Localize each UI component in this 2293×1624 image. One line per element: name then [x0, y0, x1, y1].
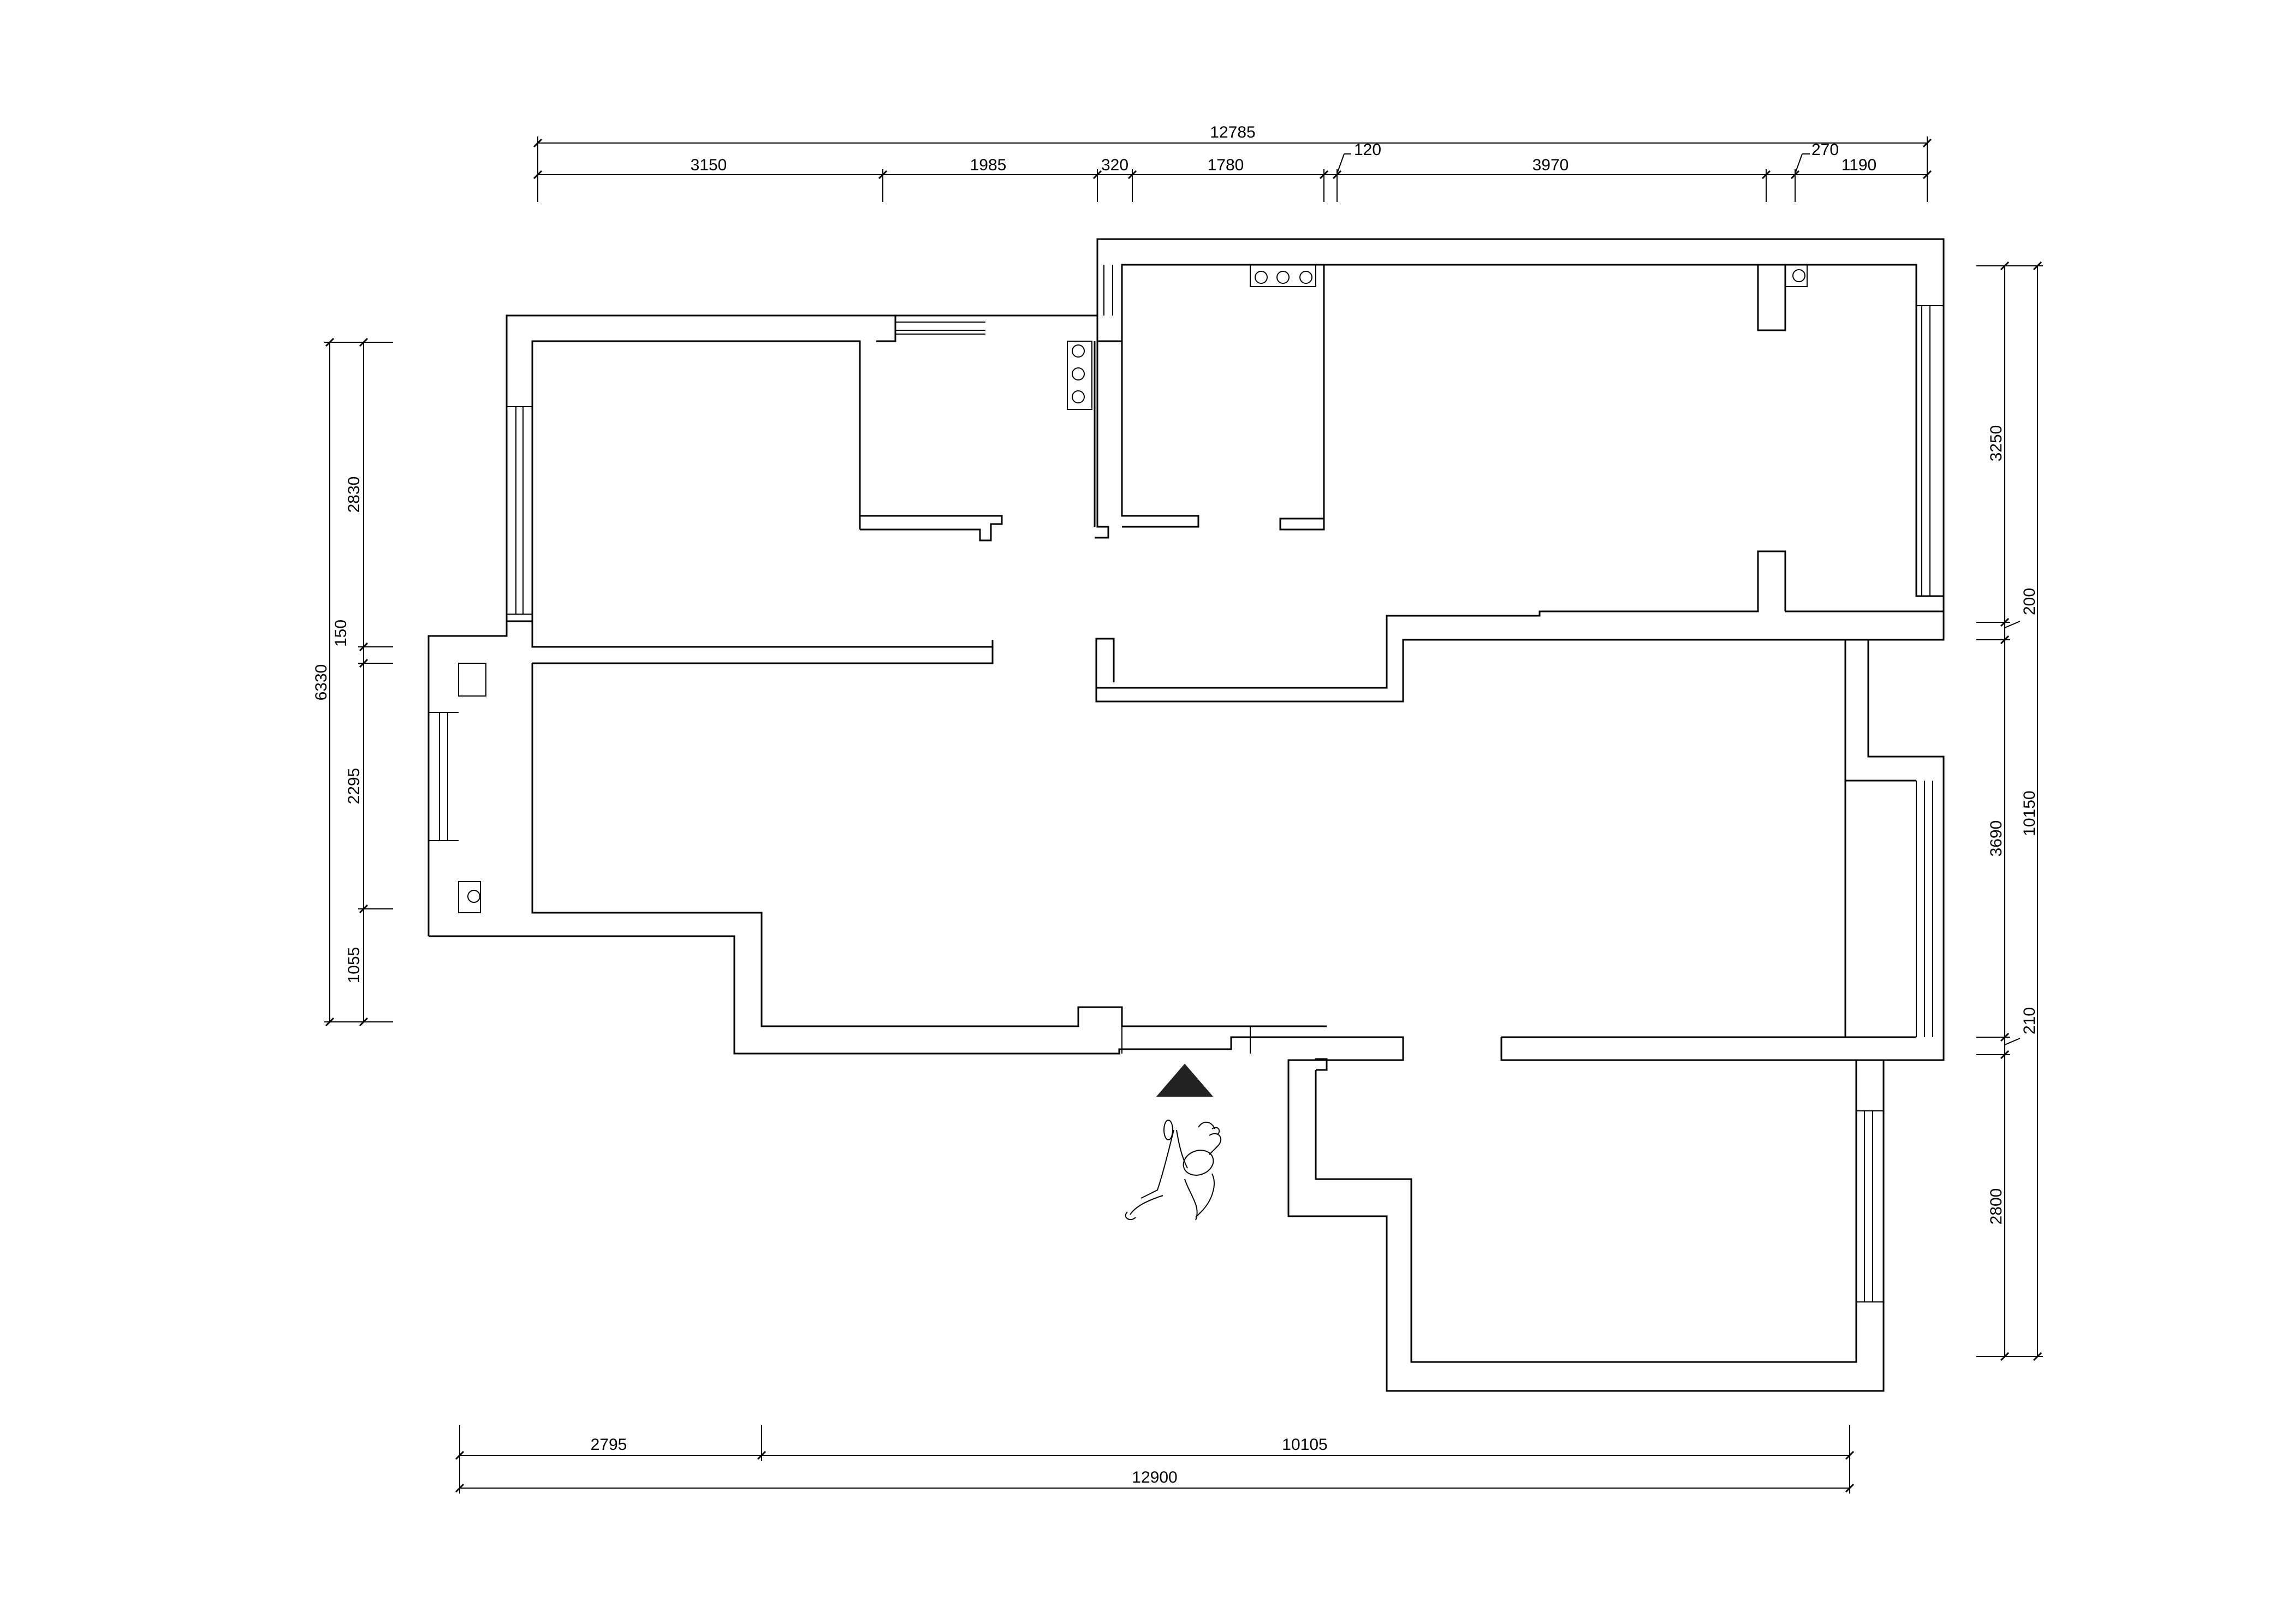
left-dimensions: 6330 2830 150 2295 1055 [312, 337, 393, 1027]
entrance-arrow-icon [1156, 1063, 1214, 1097]
shaft-kitchen [1067, 341, 1092, 410]
dim-right-3690: 3690 [1987, 820, 2005, 857]
pipe-icon [1792, 269, 1805, 282]
dim-right-200: 200 [2021, 588, 2039, 615]
window-east-living [1916, 781, 1933, 1037]
windows [429, 265, 1944, 1302]
inner-left-room-wall [531, 340, 1003, 647]
dim-bottom-2795: 2795 [591, 1436, 627, 1454]
bath-wall [876, 264, 1325, 531]
dim-top-total: 12785 [1210, 123, 1255, 141]
pipe-icon [1276, 271, 1290, 284]
window-north-left [895, 322, 985, 335]
window-west-lower [429, 712, 459, 841]
dim-bottom-10105: 10105 [1282, 1436, 1327, 1454]
outer-wall [427, 238, 1945, 1392]
pipe-icon [1072, 344, 1085, 358]
bath-left-wall [1095, 341, 1109, 539]
inner-living-wall [531, 663, 1327, 1027]
person-figure-icon [1125, 1120, 1222, 1221]
pipe-shafts [458, 264, 1808, 913]
dim-top-1190: 1190 [1841, 156, 1877, 174]
dim-right-2800: 2800 [1987, 1188, 2005, 1225]
shaft-sw [458, 881, 481, 913]
walls [427, 238, 1945, 1392]
pipe-icon [1072, 390, 1085, 403]
master-south [1095, 550, 1786, 689]
pipe-icon [467, 890, 480, 903]
window-east-master [1916, 305, 1944, 597]
dim-left-150: 150 [332, 620, 350, 647]
shaft-bath [1250, 264, 1316, 287]
left-room-top [506, 316, 994, 648]
master-closet [1757, 265, 1786, 331]
window-west-upper [507, 406, 532, 615]
dim-left-2295: 2295 [345, 768, 363, 805]
living-north [1095, 639, 1868, 703]
dim-top-120: 120 [1354, 141, 1381, 159]
living-east [1844, 640, 1916, 1038]
entrance [1121, 1026, 1288, 1097]
pipe-icon [1072, 367, 1085, 380]
shaft-nw [458, 663, 486, 697]
bath-inner [1121, 341, 1199, 528]
dim-right-total: 10150 [2021, 790, 2039, 836]
right-dimensions: 10150 3250 200 3690 210 2800 [1976, 261, 2043, 1361]
top-dimensions: 12785 3150 1985 320 1780 120 3970 270 11… [533, 123, 1932, 202]
entry-wall [1288, 1058, 1328, 1071]
pipe-icon [1255, 271, 1268, 284]
dim-right-210: 210 [2021, 1007, 2039, 1034]
bedroom-north [1500, 1037, 1944, 1061]
dim-top-3150: 3150 [691, 156, 727, 174]
window-north-bath [1103, 265, 1113, 316]
dim-top-1985: 1985 [970, 156, 1007, 174]
dim-left-total: 6330 [312, 664, 330, 701]
master-wall [1324, 264, 1944, 597]
dim-top-3970: 3970 [1532, 156, 1569, 174]
window-east-bedroom [1856, 1110, 1884, 1302]
dim-left-1055: 1055 [345, 947, 363, 984]
bottom-dimensions: 2795 10105 12900 [455, 1425, 1855, 1494]
bedroom-inner [1315, 1060, 1857, 1363]
pipe-icon [1299, 271, 1312, 284]
dim-top-320: 320 [1101, 156, 1128, 174]
dim-right-3250: 3250 [1987, 425, 2005, 462]
dim-bottom-total: 12900 [1132, 1468, 1177, 1486]
dim-top-1780: 1780 [1208, 156, 1244, 174]
shaft-master [1785, 264, 1808, 287]
dim-top-270: 270 [1811, 141, 1839, 159]
inner-kitchen-wall [532, 647, 994, 664]
dim-left-2830: 2830 [345, 477, 363, 513]
